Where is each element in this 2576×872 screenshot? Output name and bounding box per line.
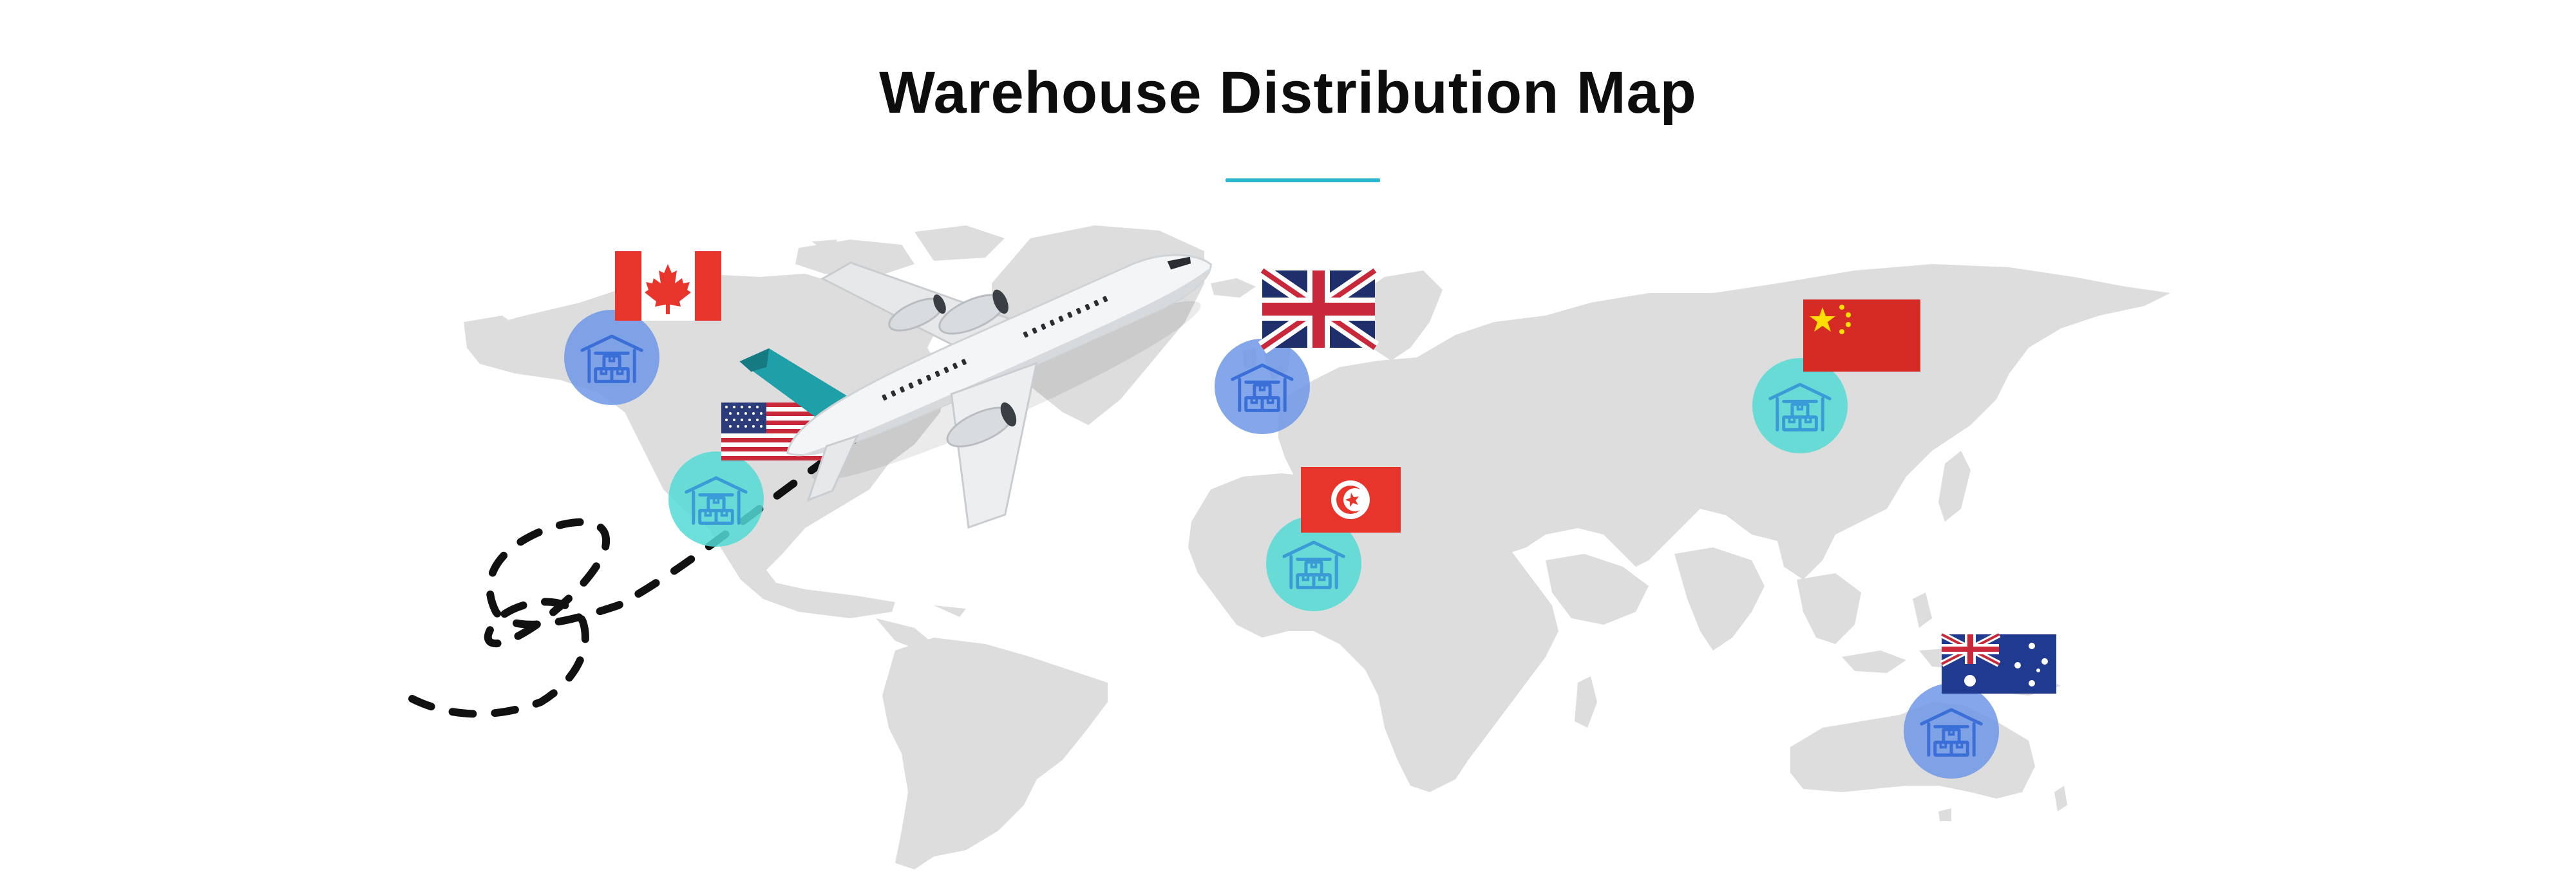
warehouse-marker-australia[interactable] [1904,683,1999,779]
warehouse-marker-tunisia[interactable] [1266,516,1361,611]
australia-flag [1940,631,2056,694]
china-flag [1803,299,1920,372]
warehouse-marker-canada[interactable] [564,310,659,405]
tunisia-flag [1301,467,1401,533]
south-america [882,638,1108,869]
title-underline [1226,178,1380,182]
airplane-icon [739,254,1212,529]
eurasia [1278,264,2170,580]
page-title: Warehouse Distribution Map [879,60,1697,126]
canada-flag [615,251,721,321]
warehouse-marker-china[interactable] [1752,358,1848,453]
uk-flag [1258,264,1379,354]
warehouse-marker-uk[interactable] [1215,339,1310,434]
flight-route [408,434,860,718]
warehouse-marker-usa[interactable] [668,451,764,547]
